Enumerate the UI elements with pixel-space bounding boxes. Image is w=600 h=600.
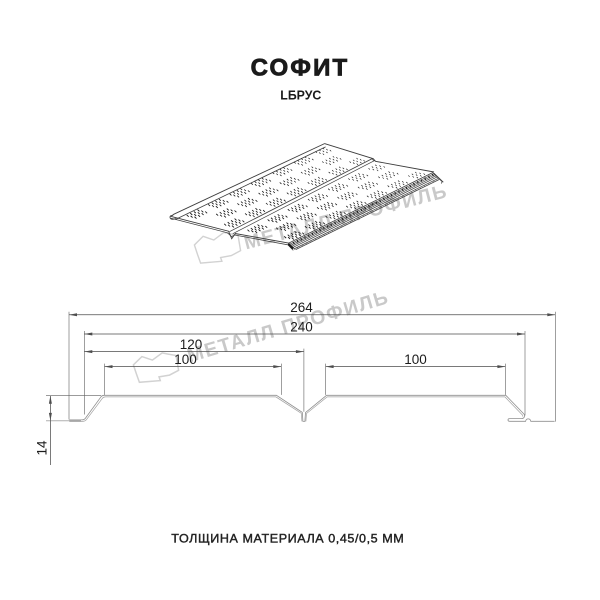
svg-text:120: 120 [180,337,203,352]
svg-text:ТОЛЩИНА МАТЕРИАЛА 0,45/0,5 ММ: ТОЛЩИНА МАТЕРИАЛА 0,45/0,5 ММ [171,532,404,546]
svg-text:100: 100 [174,352,197,367]
svg-text:14: 14 [35,440,50,456]
svg-text:264: 264 [290,300,313,315]
svg-text:100: 100 [404,352,427,367]
svg-text:МЕТАЛЛ ПРОФИЛЬ: МЕТАЛЛ ПРОФИЛЬ [185,286,392,367]
svg-text:240: 240 [290,319,313,334]
svg-text:LБРУС: LБРУС [280,87,322,102]
svg-text:СОФИТ: СОФИТ [251,55,350,82]
